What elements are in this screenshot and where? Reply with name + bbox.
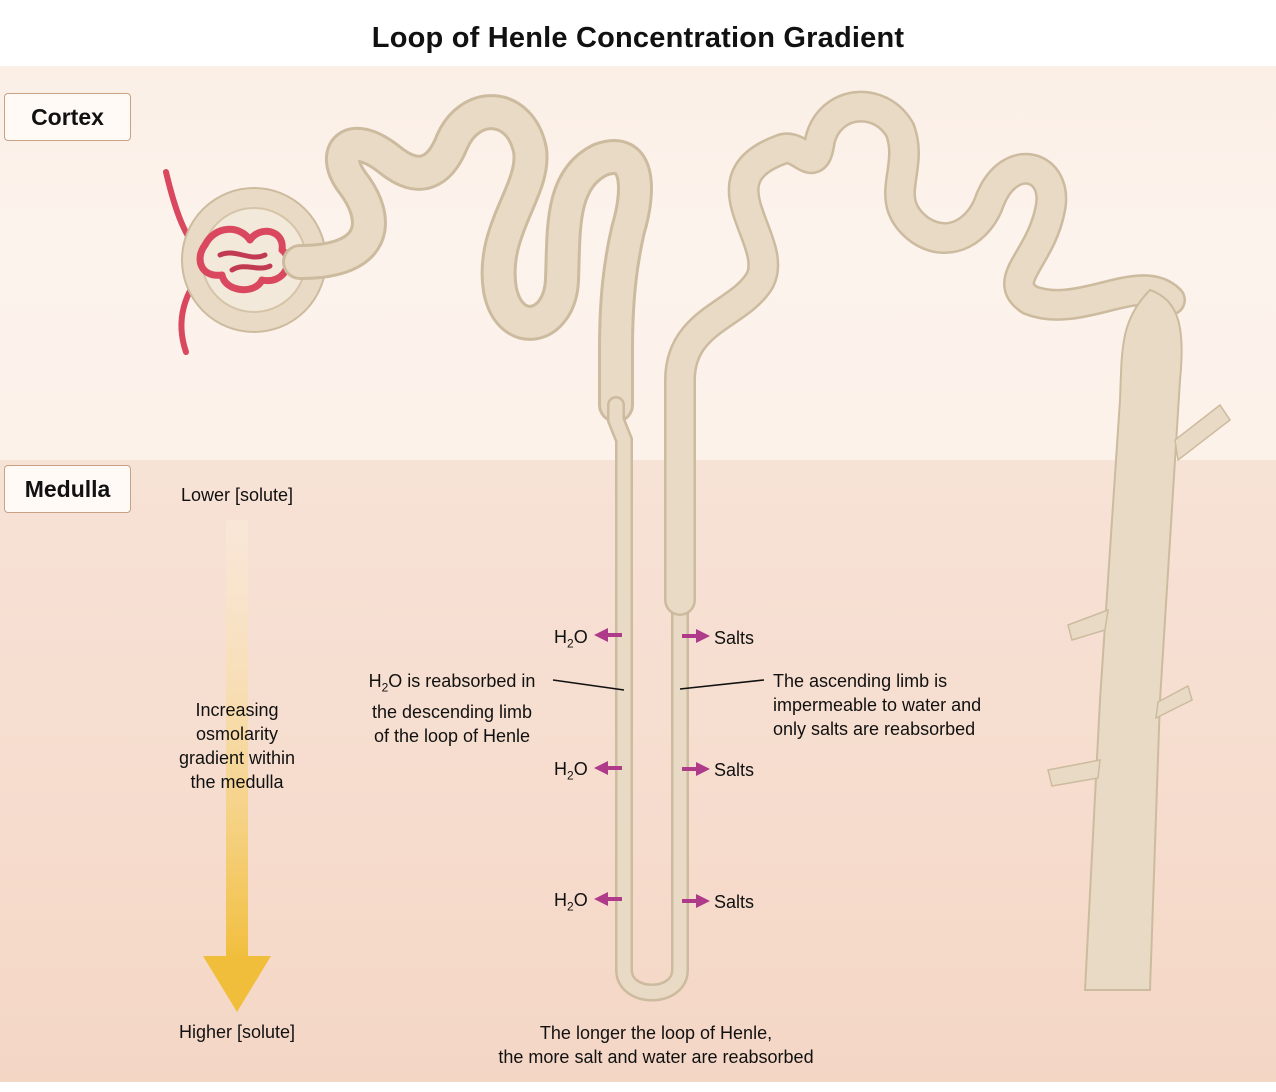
arrow-left-icon	[594, 628, 622, 906]
salts-label: Salts	[714, 760, 755, 780]
caption-line: the more salt and water are reabsorbed	[498, 1047, 814, 1067]
diagram-title: Loop of Henle Concentration Gradient	[371, 22, 905, 54]
note-line: of the loop of Henle	[373, 725, 531, 746]
descending-leader-line	[552, 679, 625, 691]
ascending-leader-line	[679, 679, 765, 690]
h2o-label: H2O	[554, 890, 588, 914]
note-line: impermeable to water and	[773, 695, 982, 715]
lower-solute-label: Lower [solute]	[180, 485, 294, 505]
note-line: The ascending limb is	[773, 671, 948, 691]
higher-solute-label: Higher [solute]	[178, 1022, 296, 1042]
cortex-label: Cortex	[4, 93, 131, 141]
gradient-label: Increasing osmolarity gradient within th…	[137, 698, 337, 794]
note-line: the descending limb	[371, 701, 533, 722]
salts-label: Salts	[714, 628, 755, 648]
gradient-label-line: gradient within	[178, 748, 296, 768]
salts-label: Salts	[714, 892, 755, 912]
h2o-label: H2O	[554, 759, 588, 783]
footer-caption: The longer the loop of Henle, the more s…	[406, 1021, 906, 1069]
distal-tubule	[666, 93, 1184, 614]
descending-limb-note: H2O is reabsorbed in the descending limb…	[352, 669, 552, 748]
gradient-label-line: Increasing	[195, 700, 279, 720]
proximal-tubule	[285, 97, 650, 420]
ascending-limb-note: The ascending limb is impermeable to wat…	[773, 669, 981, 741]
note-line: only salts are reabsorbed	[773, 719, 976, 739]
loop-of-henle	[609, 398, 687, 999]
glomerulus-icon	[181, 187, 327, 333]
medulla-label: Medulla	[4, 465, 131, 513]
arrow-right-icon	[682, 629, 710, 908]
gradient-arrow-icon	[203, 520, 271, 1012]
gradient-label-line: osmolarity	[195, 724, 279, 744]
h2o-label: H2O	[554, 627, 588, 651]
gradient-label-line: the medulla	[190, 772, 284, 792]
collecting-duct	[1047, 288, 1232, 991]
caption-line: The longer the loop of Henle,	[539, 1023, 773, 1043]
